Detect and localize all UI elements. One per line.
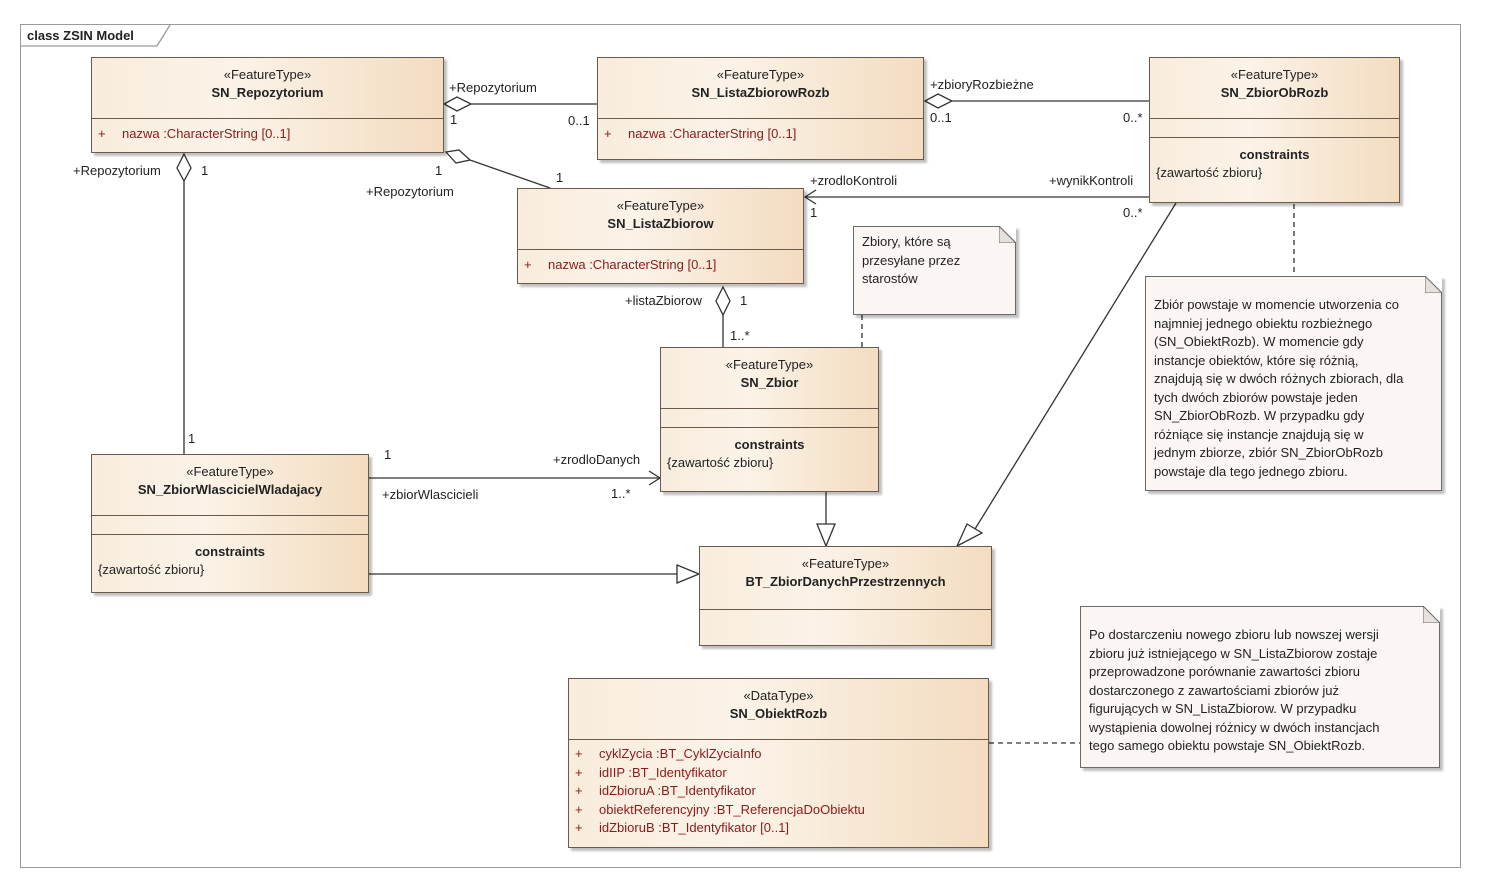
diagram-title: class ZSIN Model [27,28,134,43]
generalization-obrozb-bt [974,202,1177,530]
assoc-repo-lista [469,159,551,189]
role-label: +Repozytorium [73,163,161,178]
class-sn-listazbiorow[interactable]: «FeatureType» SN_ListaZbiorow +nazwa :Ch… [517,188,804,284]
role-label: +Repozytorium [449,80,537,95]
role-label: +zrodloDanych [553,452,641,467]
diagram-frame [20,24,1461,868]
constraints-title: constraints [734,437,805,452]
generalization-arrow [955,523,984,548]
multiplicity-label: 1 [810,205,818,220]
role-label: +listaZbiorow [625,293,702,308]
multiplicity-label: 0..* [1123,110,1143,125]
aggregation-diamond [442,96,473,112]
note-starostow[interactable]: Zbiory, które są przesyłane przez staros… [853,226,1016,315]
note-fold-icon [1425,276,1442,293]
multiplicity-label: 0..1 [568,113,590,128]
stereotype: «FeatureType» [616,198,705,213]
attribute-row: +nazwa :CharacterString [0..1] [524,257,717,272]
multiplicity-label: 1 [556,170,564,185]
multiplicity-label: 0..1 [930,110,952,125]
class-name: SN_Zbior [740,375,799,390]
class-name: SN_ListaZbiorowRozb [691,85,830,100]
class-sn-obiektrozb[interactable]: «DataType» SN_ObiektRozb +cyklZycia :BT_… [568,678,989,848]
stereotype: «FeatureType» [716,67,805,82]
class-name: BT_ZbiorDanychPrzestrzennych [745,574,946,589]
multiplicity-label: 1 [201,163,209,178]
class-sn-listazbiorowrozb[interactable]: «FeatureType» SN_ListaZbiorowRozb +nazwa… [597,57,924,160]
attribute-row: +cyklZycia :BT_CyklZyciaInfo [575,746,762,761]
aggregation-diamond [715,285,731,317]
multiplicity-label: 1 [435,163,443,178]
attribute-row: +nazwa :CharacterString [0..1] [604,126,797,141]
aggregation-diamond [923,93,954,109]
stereotype: «FeatureType» [223,67,312,82]
class-sn-zbior[interactable]: «FeatureType» SN_Zbior constraints {zawa… [660,347,879,492]
class-sn-zbiorobrozb[interactable]: «FeatureType» SN_ZbiorObRozb constraints… [1149,57,1400,203]
constraints-title: constraints [194,544,266,559]
generalization-arrow [676,564,701,584]
role-label: +zrodloKontroli [810,173,898,188]
role-label: +Repozytorium [366,184,454,199]
multiplicity-label: 1 [188,431,196,446]
class-sn-zbiorwlascicielwladajacy[interactable]: «FeatureType» SN_ZbiorWlascicielWladajac… [91,454,369,593]
stereotype: «FeatureType» [186,464,274,479]
role-label: +zbioryRozbieżne [930,77,1034,92]
class-name: SN_ObiektRozb [729,706,828,721]
attribute-row: +nazwa :CharacterString [0..1] [98,126,291,141]
note-fold-icon [999,226,1016,243]
note-zbiorobrozb[interactable]: Zbiór powstaje w momencie utworzenia co … [1145,276,1442,491]
aggregation-diamond [176,152,192,183]
stereotype: «FeatureType» [725,357,814,372]
multiplicity-label: 0..* [1123,205,1143,220]
attribute-row: +idZbioruA :BT_Identyfikator [575,783,756,798]
class-bt-zbiordanychprzestrzennych[interactable]: «FeatureType» BT_ZbiorDanychPrzestrzenny… [699,546,992,646]
multiplicity-label: 1..* [611,486,631,501]
role-label: +wynikKontroli [1049,173,1134,188]
multiplicity-label: 1 [384,447,392,462]
constraint: {zawartość zbioru} [98,562,205,577]
constraints-title: constraints [1239,147,1310,162]
navigability-arrow [803,189,817,205]
note-fold-icon [1423,606,1440,623]
class-sn-repozytorium[interactable]: «FeatureType» SN_Repozytorium +nazwa :Ch… [91,57,444,153]
stereotype: «DataType» [743,688,814,703]
multiplicity-label: 1 [740,293,748,308]
class-name: SN_ZbiorObRozb [1220,85,1329,100]
generalization-arrow [816,523,836,548]
class-name: SN_Repozytorium [211,85,324,100]
class-name: SN_ZbiorWlascicielWladajacy [137,482,323,497]
class-name: SN_ListaZbiorow [607,216,714,231]
multiplicity-label: 1..* [730,328,750,343]
constraint: {zawartość zbioru} [667,455,774,470]
multiplicity-label: 1 [450,112,458,127]
stereotype: «FeatureType» [1230,67,1319,82]
aggregation-diamond [444,149,472,164]
role-label: +zbiorWlascicieli [382,487,479,502]
constraint: {zawartość zbioru} [1156,165,1263,180]
attribute-row: +obiektReferencyjny :BT_ReferencjaDoObie… [575,801,865,817]
note-obiektrozb[interactable]: Po dostarczeniu nowego zbioru lub nowsze… [1080,606,1440,768]
attribute-row: +idZbioruB :BT_Identyfikator [0..1] [575,820,790,835]
attribute-row: +idIIP :BT_Identyfikator [575,764,727,780]
stereotype: «FeatureType» [801,556,890,571]
